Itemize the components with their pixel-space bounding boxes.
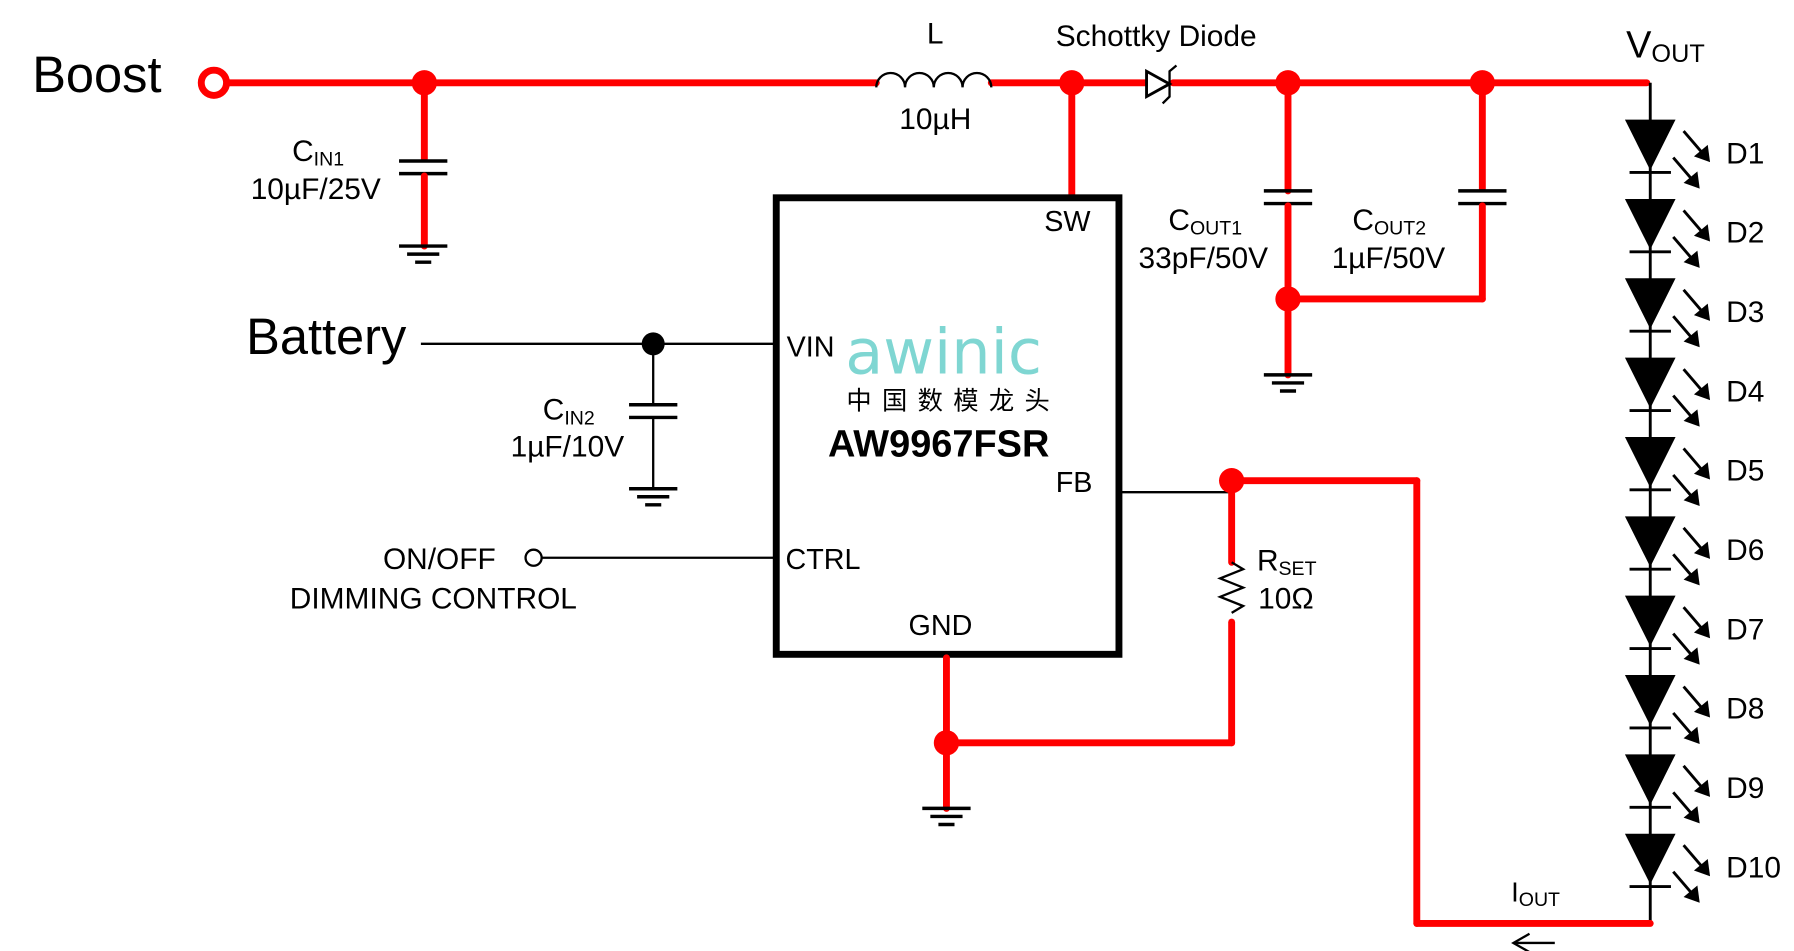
led-diode[interactable]: D1 — [1624, 119, 1764, 189]
rset-resistor[interactable] — [1217, 477, 1247, 747]
light-emission-icon — [1672, 130, 1711, 189]
light-emission-icon — [1672, 606, 1711, 665]
cout2-capacitor[interactable] — [1458, 79, 1507, 303]
junction-dot — [933, 730, 960, 756]
light-emission-icon — [1672, 368, 1711, 427]
led-label: D5 — [1726, 455, 1764, 488]
led-icon — [1624, 833, 1676, 885]
iout-label: IOUT — [1511, 877, 1560, 912]
led-diode[interactable]: D7 — [1624, 595, 1764, 665]
light-emission-icon — [1672, 844, 1711, 903]
led-diode[interactable]: D8 — [1624, 675, 1764, 745]
led-diode[interactable]: D10 — [1624, 833, 1781, 903]
inductor-value: 10µH — [899, 103, 971, 136]
led-icon — [1624, 516, 1676, 567]
cin1-capacitor[interactable] — [399, 79, 448, 250]
led-icon — [1624, 357, 1676, 409]
ground-icon — [629, 486, 678, 507]
cin1-ref: CIN1 — [292, 135, 344, 171]
pin-fb: FB — [1056, 467, 1093, 499]
on-off-label: ON/OFF — [383, 543, 496, 576]
led-diode[interactable]: D2 — [1624, 198, 1764, 268]
awinic-slogan: 中国数模龙头 — [846, 386, 1060, 415]
ground-icon — [399, 244, 448, 264]
ground-icon — [922, 806, 971, 827]
pin-sw: SW — [1044, 206, 1091, 238]
led-diode[interactable]: D9 — [1624, 754, 1764, 824]
diode-label: Schottky Diode — [1056, 20, 1257, 53]
battery-label: Battery — [246, 308, 407, 365]
light-emission-icon — [1672, 764, 1711, 824]
led-diode[interactable]: D3 — [1624, 278, 1764, 348]
cout2-value: 1µF/50V — [1332, 242, 1446, 275]
schottky-diode-icon[interactable] — [1145, 64, 1178, 105]
led-icon — [1624, 119, 1676, 171]
led-label: D8 — [1726, 693, 1764, 726]
led-label: D7 — [1726, 613, 1764, 646]
light-emission-icon — [1672, 288, 1711, 348]
led-diode[interactable]: D5 — [1624, 436, 1764, 506]
cout1-capacitor[interactable] — [1263, 79, 1313, 379]
led-icon — [1624, 198, 1676, 250]
led-icon — [1624, 675, 1676, 726]
led-label: D10 — [1726, 851, 1781, 884]
led-label: D3 — [1726, 296, 1764, 329]
led-diode[interactable]: D4 — [1624, 357, 1764, 427]
cin2-value: 1µF/10V — [511, 431, 625, 464]
ground-icon — [1263, 373, 1313, 393]
light-emission-icon — [1672, 447, 1711, 506]
inductor-ref: L — [927, 18, 944, 51]
cin1-value: 10µF/25V — [251, 173, 381, 206]
led-label: D2 — [1726, 217, 1764, 250]
light-emission-icon — [1672, 209, 1711, 268]
pin-vin: VIN — [787, 331, 835, 363]
arrow-left-icon — [1511, 932, 1555, 951]
iout-return-path — [1228, 477, 1654, 927]
dimming-label: DIMMING CONTROL — [290, 582, 577, 615]
inductor-icon[interactable] — [875, 71, 993, 88]
cin2-ref: CIN2 — [543, 394, 595, 430]
ctrl-terminal[interactable] — [524, 548, 543, 567]
led-icon — [1624, 754, 1676, 805]
led-label: D6 — [1726, 534, 1764, 567]
rset-ref: RSET — [1257, 544, 1317, 580]
led-label: D9 — [1726, 772, 1764, 805]
led-label: D4 — [1726, 375, 1764, 408]
part-number: AW9967FSR — [828, 424, 1049, 466]
led-icon — [1624, 278, 1676, 329]
cout1-value: 33pF/50V — [1138, 242, 1268, 275]
rset-value: 10Ω — [1258, 582, 1314, 615]
led-diode[interactable]: D6 — [1624, 516, 1764, 586]
pin-gnd: GND — [908, 610, 972, 642]
cout1-ref: COUT1 — [1168, 204, 1242, 240]
vout-label: VOUT — [1626, 24, 1705, 68]
pin-ctrl: CTRL — [785, 544, 860, 576]
ic-body[interactable] — [772, 194, 1123, 658]
led-label: D1 — [1726, 137, 1764, 170]
awinic-logo: awinic — [845, 316, 1042, 389]
light-emission-icon — [1672, 526, 1711, 586]
cin2-capacitor[interactable] — [629, 343, 678, 489]
boost-terminal[interactable] — [197, 66, 230, 99]
led-icon — [1624, 436, 1676, 488]
boost-label: Boost — [32, 46, 161, 103]
light-emission-icon — [1672, 685, 1711, 745]
led-icon — [1624, 595, 1676, 647]
cout2-ref: COUT2 — [1352, 204, 1426, 240]
